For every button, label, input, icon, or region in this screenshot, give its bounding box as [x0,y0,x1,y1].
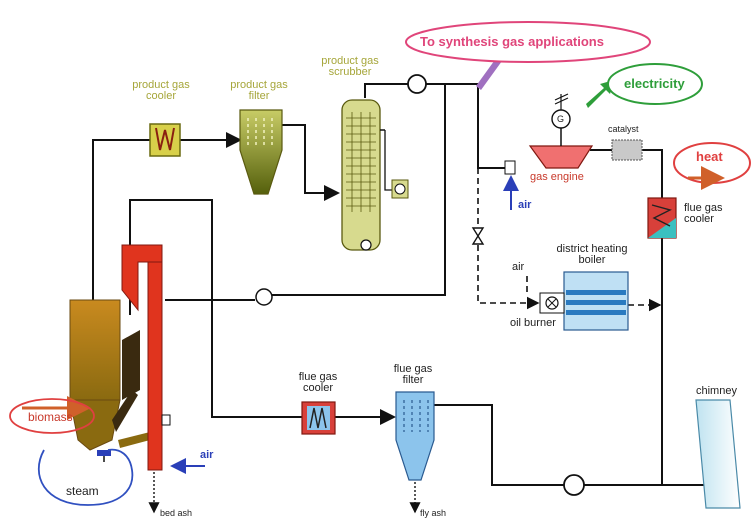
label-flue-gas-cooler-bottom: flue gas cooler [298,371,338,394]
scrubber-bottom-pump [360,239,372,251]
pipe-scrubber-top [364,83,408,98]
label-flue-gas-cooler-right: flue gas cooler [684,202,723,225]
chimney [695,399,741,509]
oil-burner-icon [539,292,565,314]
flue-gas-filter [395,391,435,481]
gas-engine [528,128,594,169]
catalyst [611,139,643,161]
product-gas-cooler [149,123,181,157]
label-oil-burner: oil burner [510,317,556,329]
flue-gas-cooler-right [647,197,677,239]
product-gas-scrubber [341,99,409,251]
biomass-ellipse [9,398,95,434]
steam-ellipse [37,448,134,506]
pipe-return-gas-right [272,84,446,296]
label-gas-engine: gas engine [530,171,584,183]
product-gas-filter [239,109,283,195]
generator-icon [551,93,571,129]
label-synthesis: To synthesis gas applications [420,34,604,49]
label-biomass: biomass [28,410,73,424]
pipe-to-engine [426,83,505,169]
label-generator: G [557,114,565,124]
synthesis-ellipse [405,21,651,63]
label-air-burner: air [512,261,525,273]
label-air-gasifier: air [200,449,214,461]
label-electricity: electricity [624,76,685,91]
label-steam: steam [66,484,99,498]
pipe-filter-to-scrubber [280,124,340,201]
label-flue-gas-filter: flue gas filter [393,363,433,386]
dashed-lines [477,168,662,312]
flue-gas-cooler-bottom [301,401,336,435]
label-chimney: chimney [696,385,737,397]
label-bed-ash: bed ash [160,508,193,518]
combustor [121,244,171,471]
product-gas-fan-icon [407,74,427,94]
synthesis-arrow [476,57,502,90]
label-product-gas-scrubber: product gas scrubber [321,55,379,78]
district-heating-boiler [563,271,629,331]
electricity-arrow [586,80,614,108]
pipe-combustor-flue [129,199,302,418]
label-heat: heat [696,149,723,164]
pipe-gasifier-to-cooler [92,139,150,300]
pipe-catalyst-to-cooler [642,149,663,198]
combustor-port [161,414,171,426]
valve-icon [471,227,485,245]
engine-air-inlet [504,160,516,175]
label-fly-ash: fly ash [420,508,447,518]
dashed-to-burner [477,245,540,310]
flue-gas-fan-icon [563,474,585,496]
label-catalyst: catalyst [608,124,639,134]
return-gas-pump-icon [255,288,273,306]
label-district-heating-boiler: district heating boiler [556,243,628,266]
label-product-gas-filter: product gas filter [230,79,288,102]
steam-inlet [97,450,111,456]
label-air-engine: air [518,199,532,211]
electricity-ellipse [607,63,703,105]
label-product-gas-cooler: product gas cooler [132,79,190,102]
process-lines [92,83,712,486]
pipe-filter-to-fan [434,404,565,486]
